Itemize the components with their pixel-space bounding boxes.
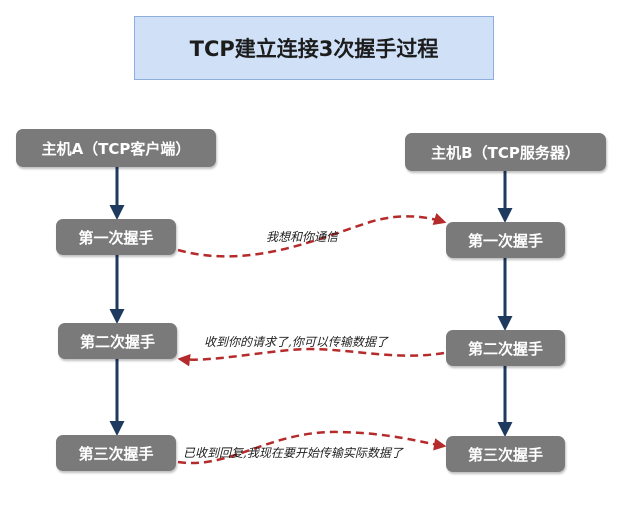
host-b-node: 主机B（TCP服务器）	[405, 133, 606, 171]
message-label-1: 我想和你通信	[266, 230, 339, 244]
client-step-1: 第一次握手	[56, 219, 176, 255]
server-step-3: 第三次握手	[446, 436, 565, 472]
message-label-2: 收到你的请求了,你可以传输数据了	[204, 335, 388, 349]
message-label-3: 已收到回复,我现在要开始传输实际数据了	[183, 446, 403, 460]
client-step-3: 第三次握手	[56, 435, 176, 471]
diagram-title: TCP建立连接3次握手过程	[134, 16, 494, 80]
host-a-node: 主机A（TCP客户端）	[16, 129, 216, 167]
client-step-2: 第二次握手	[58, 323, 177, 359]
message-arrow-1	[177, 213, 447, 258]
message-arrow-2	[177, 347, 445, 367]
message-arrow-3	[177, 430, 447, 465]
server-step-1: 第一次握手	[446, 222, 565, 258]
server-step-2: 第二次握手	[446, 330, 565, 366]
